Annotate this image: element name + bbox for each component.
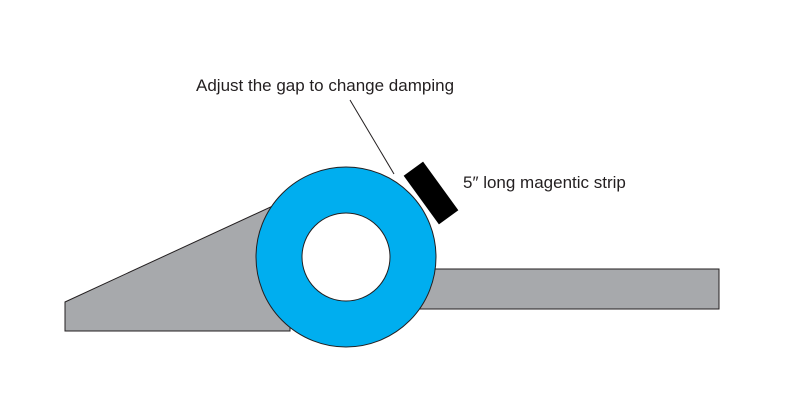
- ring-inner-edge: [301, 212, 391, 302]
- gap-annotation: Adjust the gap to change damping: [196, 76, 454, 95]
- ring-outer-edge: [255, 166, 437, 348]
- strip-annotation: 5″ long magentic strip: [463, 173, 626, 192]
- ring: [256, 167, 436, 347]
- right-straight-arm: [419, 268, 720, 310]
- gap-leader-line: [349, 99, 395, 175]
- left-tapered-arm: [64, 197, 291, 332]
- magnetic-strip: [403, 161, 459, 225]
